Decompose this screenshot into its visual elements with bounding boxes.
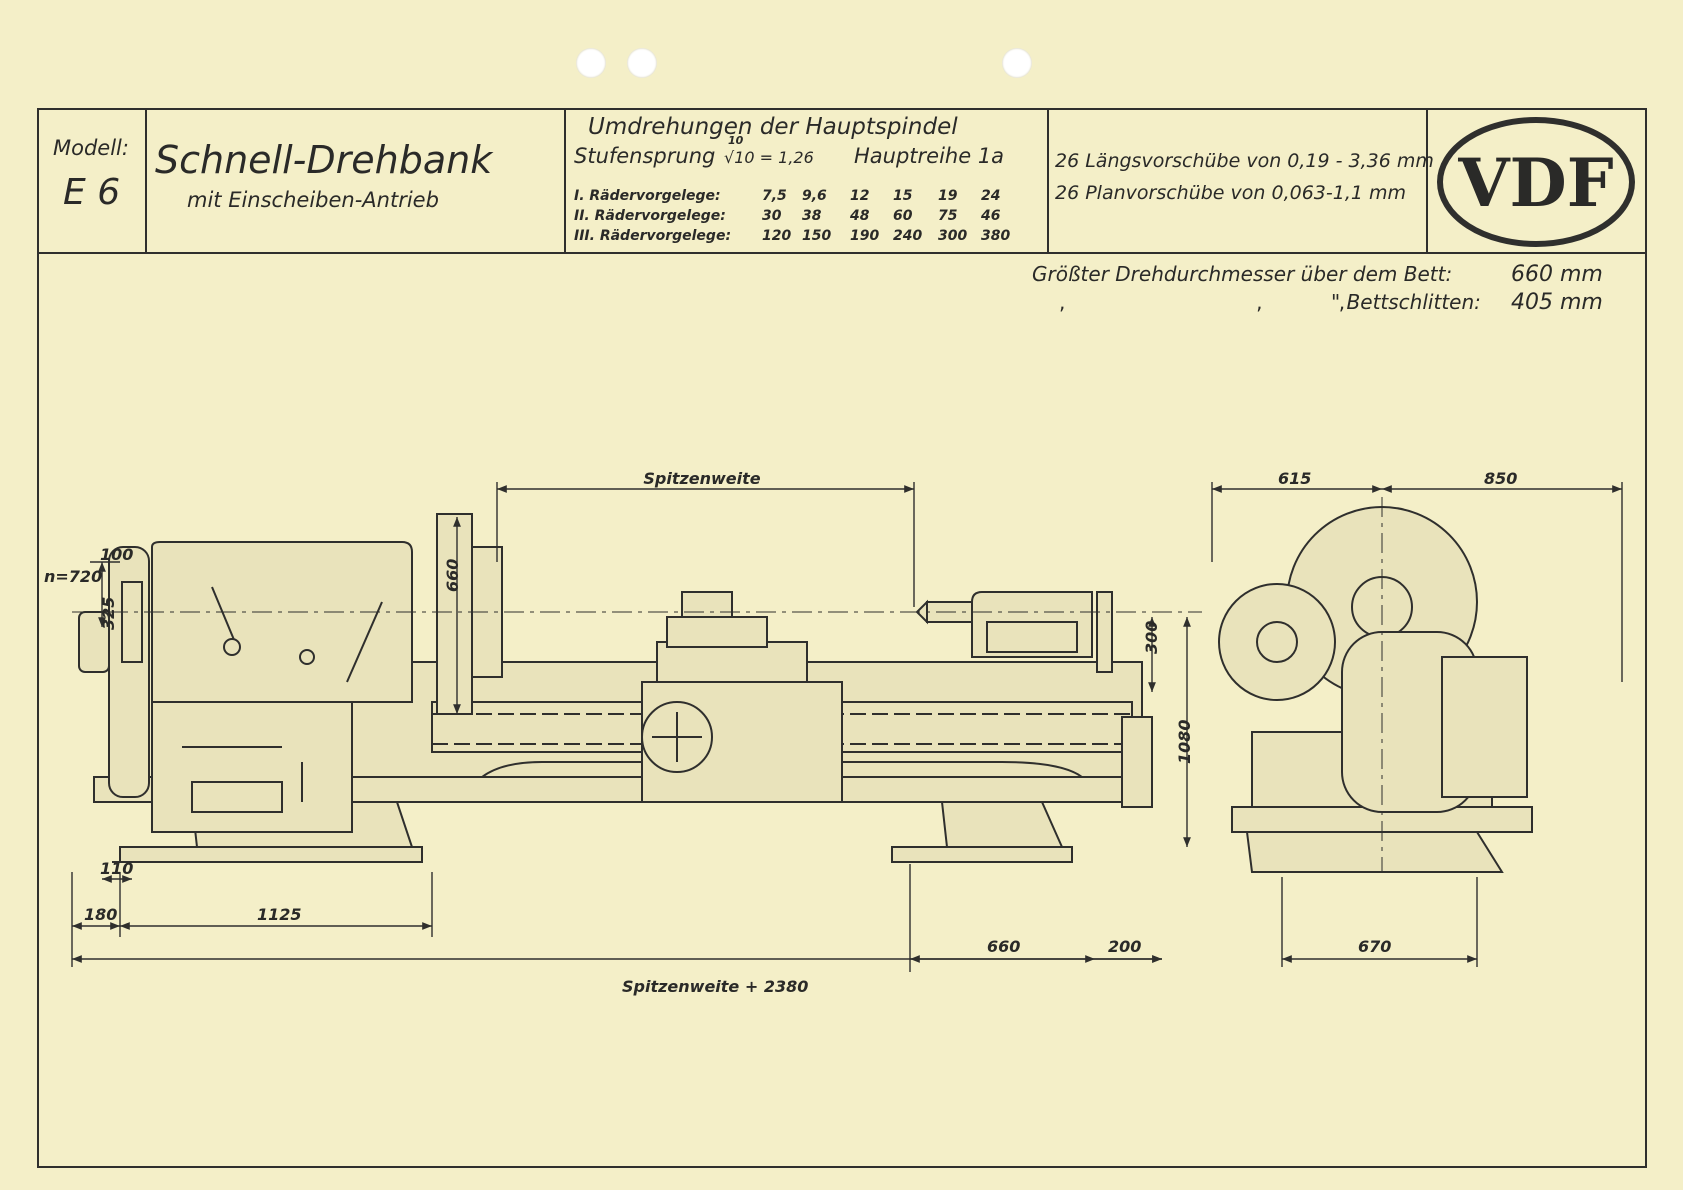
gearbox: [151, 701, 353, 833]
speed-cell: 19: [938, 188, 958, 204]
speed-cell: 46: [981, 208, 1001, 224]
side-view: [1218, 506, 1533, 873]
headstock: [78, 541, 413, 798]
speeds-step-root-index: 10: [728, 134, 744, 147]
model-value: E 6: [63, 172, 121, 213]
speed-cell: 75: [938, 208, 958, 224]
ditto-marks: , , ,: [1059, 290, 1346, 314]
logo-cell: VDF: [1428, 110, 1645, 252]
speed-cell: 30: [762, 208, 782, 224]
dim-110: 110: [100, 859, 133, 878]
dim-1125: 1125: [257, 905, 302, 924]
dim-1080: 1080: [1175, 719, 1194, 764]
speed-cell: 190: [850, 228, 880, 244]
tailstock: [915, 591, 1113, 673]
speed-cell: 15: [893, 188, 913, 204]
punch-hole-1: [576, 48, 606, 78]
dim-100: 100: [100, 545, 133, 564]
vdf-logo: VDF: [1437, 117, 1635, 247]
carriage: [641, 591, 843, 803]
dim-n720: n=720: [44, 567, 102, 586]
spindle-speed-cell: Umdrehungen der Hauptspindel Stufensprun…: [566, 110, 1049, 252]
punch-hole-3: [1002, 48, 1032, 78]
machine-name: Schnell-Drehbank: [155, 138, 493, 182]
dimension-labels: Spitzenweite n=720 100 325 660 300 1080 …: [44, 469, 1517, 996]
drawing-sheet: Modell: E 6 Schnell-Drehbank mit Einsche…: [37, 108, 1647, 1168]
dim-850: 850: [1484, 469, 1517, 488]
speeds-heading: Umdrehungen der Hauptspindel: [588, 114, 958, 140]
machine-subtitle: mit Einscheiben-Antrieb: [187, 188, 439, 212]
machine-name-cell: Schnell-Drehbank mit Einscheiben-Antrieb: [147, 110, 566, 252]
speed-cell: 7,5: [762, 188, 787, 204]
speed-cell: 24: [981, 188, 1001, 204]
speed-row-label: III. Rädervorgelege:: [574, 228, 732, 244]
dim-660-chuck: 660: [443, 559, 462, 592]
speed-cell: 38: [802, 208, 822, 224]
speed-row-label: II. Rädervorgelege:: [574, 208, 726, 224]
dim-200: 200: [1108, 937, 1141, 956]
spec-value-2: 405 mm: [1511, 290, 1603, 315]
model-label: Modell:: [53, 136, 129, 160]
model-cell: Modell: E 6: [39, 110, 147, 252]
feed-cross: 26 Planvorschübe von 0,063-1,1 mm: [1055, 182, 1407, 204]
speed-cell: 300: [938, 228, 968, 244]
dim-325: 325: [99, 597, 118, 630]
feeds-cell: 26 Längsvorschübe von 0,19 - 3,36 mm 26 …: [1049, 110, 1434, 252]
speed-cell: 380: [981, 228, 1011, 244]
dimension-lines: [71, 482, 1623, 972]
dim-615: 615: [1278, 469, 1311, 488]
spec-label-2: " Bettschlitten:: [1331, 290, 1481, 314]
title-block: Modell: E 6 Schnell-Drehbank mit Einsche…: [39, 110, 1645, 254]
feed-longitudinal: 26 Längsvorschübe von 0,19 - 3,36 mm: [1055, 150, 1434, 172]
speed-cell: 240: [893, 228, 923, 244]
dim-total: Spitzenweite + 2380: [622, 977, 808, 996]
speeds-step-prefix: Stufensprung: [574, 144, 716, 168]
dim-300: 300: [1142, 621, 1161, 654]
speed-cell: 9,6: [802, 188, 827, 204]
lathe-drawing: Spitzenweite n=720 100 325 660 300 1080 …: [44, 469, 1623, 996]
spec-value-1: 660 mm: [1511, 262, 1603, 287]
speed-cell: 12: [850, 188, 870, 204]
speeds-step-formula: √10 = 1,26: [724, 148, 814, 167]
spec-label-1: Größter Drehdurchmesser über dem Bett:: [1032, 262, 1453, 286]
dim-180: 180: [84, 905, 117, 924]
logo-text: VDF: [1457, 144, 1613, 222]
punch-hole-2: [627, 48, 657, 78]
speed-cell: 48: [850, 208, 870, 224]
dim-670: 670: [1358, 937, 1391, 956]
speed-cell: 120: [762, 228, 792, 244]
speeds-series: Hauptreihe 1a: [854, 144, 1005, 168]
speed-cell: 60: [893, 208, 913, 224]
dim-spitzenweite: Spitzenweite: [643, 469, 760, 488]
speed-cell: 150: [802, 228, 832, 244]
speed-row-label: I. Rädervorgelege:: [574, 188, 721, 204]
dim-660-base: 660: [987, 937, 1020, 956]
